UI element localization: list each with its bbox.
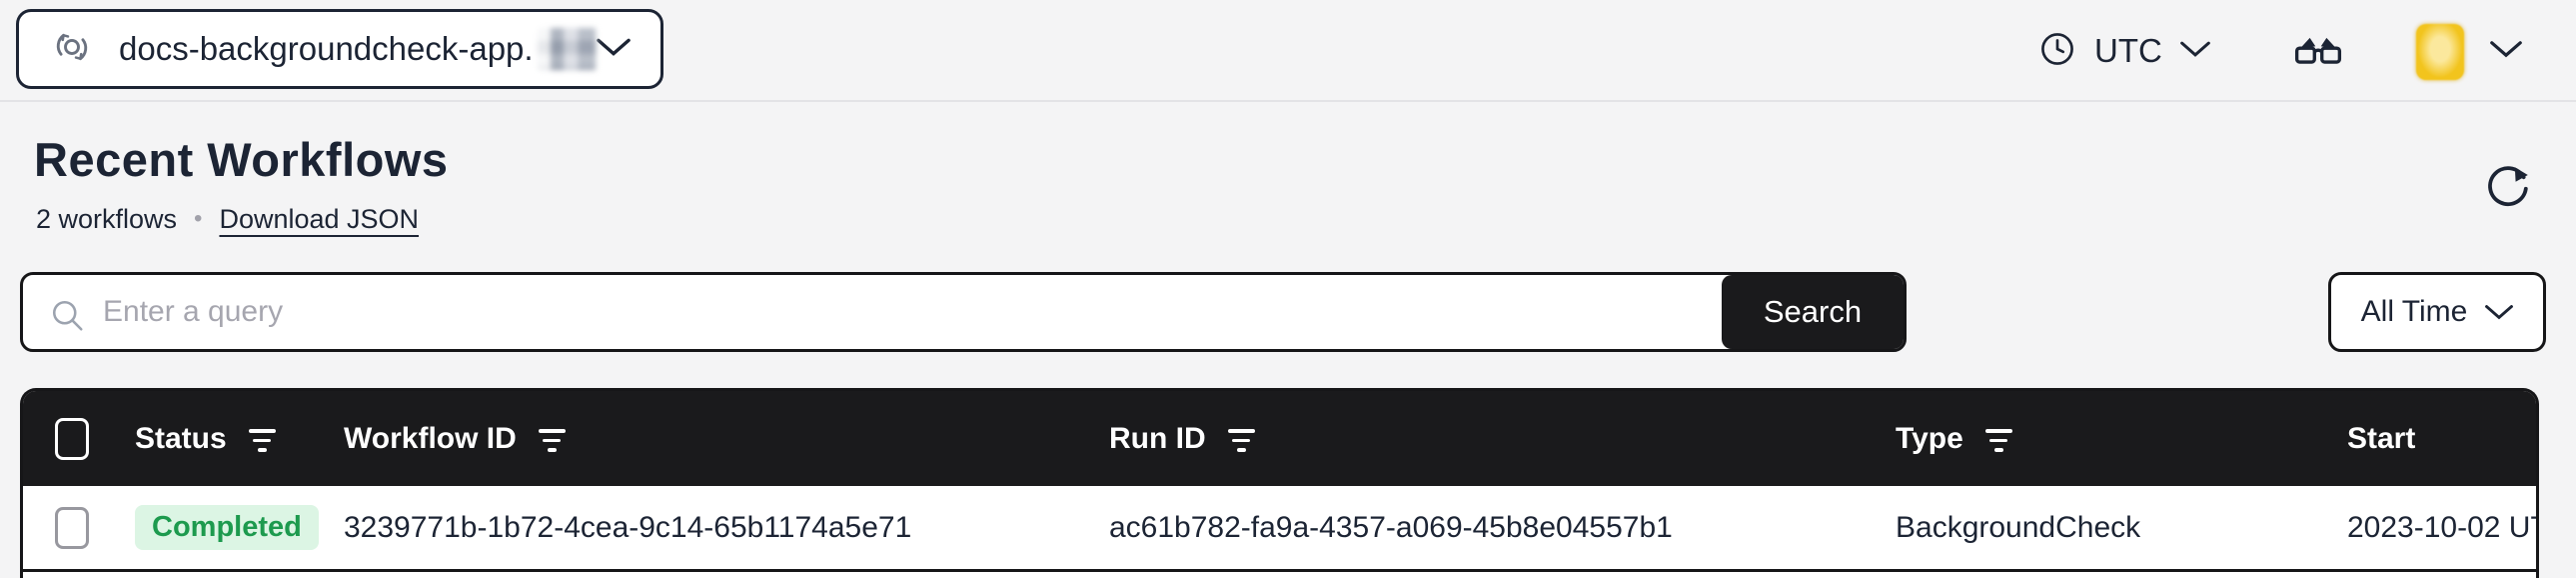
header-checkbox-cell — [23, 417, 135, 460]
workflow-id-link[interactable]: 3239771b-1b72-4cea-9c14-65b1174a5e71 — [344, 510, 912, 544]
column-label-type: Type — [1896, 421, 1963, 455]
next-row-clipped — [23, 569, 2536, 578]
column-label-start: Start — [2347, 421, 2416, 455]
clock-icon — [2038, 30, 2076, 73]
refresh-icon — [2484, 162, 2532, 215]
glasses-icon — [2292, 37, 2344, 76]
row-start-cell: 2023-10-02 UT — [2347, 511, 2536, 545]
header-workflow-id: Workflow ID — [344, 422, 1109, 456]
query-bar: Search — [20, 272, 1907, 352]
labs-mode-toggle[interactable] — [2292, 28, 2344, 77]
table-row: Completed 3239771b-1b72-4cea-9c14-65b117… — [23, 486, 2536, 569]
workflows-table: Status Workflow ID Run ID Type Start Com… — [20, 388, 2539, 578]
chevron-down-icon — [2179, 39, 2210, 64]
filter-lines-icon[interactable] — [538, 425, 566, 452]
status-badge: Completed — [135, 505, 319, 550]
row-status-cell: Completed — [135, 505, 344, 550]
header-type: Type — [1896, 422, 2347, 456]
redacted-namespace-suffix — [537, 28, 597, 70]
filter-lines-icon[interactable] — [1984, 425, 2012, 452]
row-type-cell: BackgroundCheck — [1896, 511, 2347, 545]
select-all-checkbox[interactable] — [55, 417, 89, 460]
row-checkbox-cell — [23, 506, 135, 549]
column-label-status: Status — [135, 421, 227, 455]
column-label-workflow-id: Workflow ID — [344, 421, 517, 455]
search-icon — [49, 297, 85, 338]
search-button[interactable]: Search — [1722, 275, 1904, 349]
filter-lines-icon[interactable] — [1227, 425, 1255, 452]
timezone-selector[interactable]: UTC — [2038, 0, 2210, 102]
time-range-label: All Time — [2360, 295, 2468, 328]
run-id-link[interactable]: ac61b782-fa9a-4357-a069-45b8e04557b1 — [1109, 510, 1673, 544]
namespace-label: docs-backgroundcheck-app. — [119, 30, 534, 67]
query-input[interactable] — [23, 275, 1722, 349]
user-avatar[interactable] — [2416, 24, 2464, 80]
chevron-down-icon — [2485, 295, 2514, 329]
top-bar: docs-backgroundcheck-app. UTC — [0, 0, 2576, 102]
header-start: Start — [2347, 422, 2536, 456]
time-range-filter[interactable]: All Time — [2328, 272, 2546, 352]
workflow-type-link[interactable]: BackgroundCheck — [1896, 510, 2141, 544]
sync-icon — [49, 24, 95, 75]
row-checkbox[interactable] — [55, 506, 89, 549]
table-header-row: Status Workflow ID Run ID Type Start — [23, 391, 2536, 486]
row-run-id-cell: ac61b782-fa9a-4357-a069-45b8e04557b1 — [1109, 511, 1896, 545]
workflow-count: 2 workflows — [36, 203, 178, 234]
timezone-label: UTC — [2094, 32, 2162, 69]
separator-dot: • — [194, 205, 203, 232]
header-run-id: Run ID — [1109, 422, 1896, 456]
page-title: Recent Workflows — [34, 133, 449, 186]
download-json-link[interactable]: Download JSON — [219, 203, 420, 234]
refresh-button[interactable] — [2480, 160, 2536, 216]
header-status: Status — [135, 422, 344, 456]
chevron-down-icon — [2490, 41, 2522, 64]
column-label-run-id: Run ID — [1109, 421, 1206, 455]
user-menu-chevron[interactable] — [2490, 38, 2522, 65]
chevron-down-icon — [597, 36, 631, 63]
namespace-switcher[interactable]: docs-backgroundcheck-app. — [16, 9, 663, 89]
row-workflow-id-cell: 3239771b-1b72-4cea-9c14-65b1174a5e71 — [344, 511, 1109, 545]
filter-lines-icon[interactable] — [248, 425, 276, 452]
start-time: 2023-10-02 UT — [2347, 510, 2536, 544]
workflow-summary-line: 2 workflows • Download JSON — [36, 202, 419, 236]
